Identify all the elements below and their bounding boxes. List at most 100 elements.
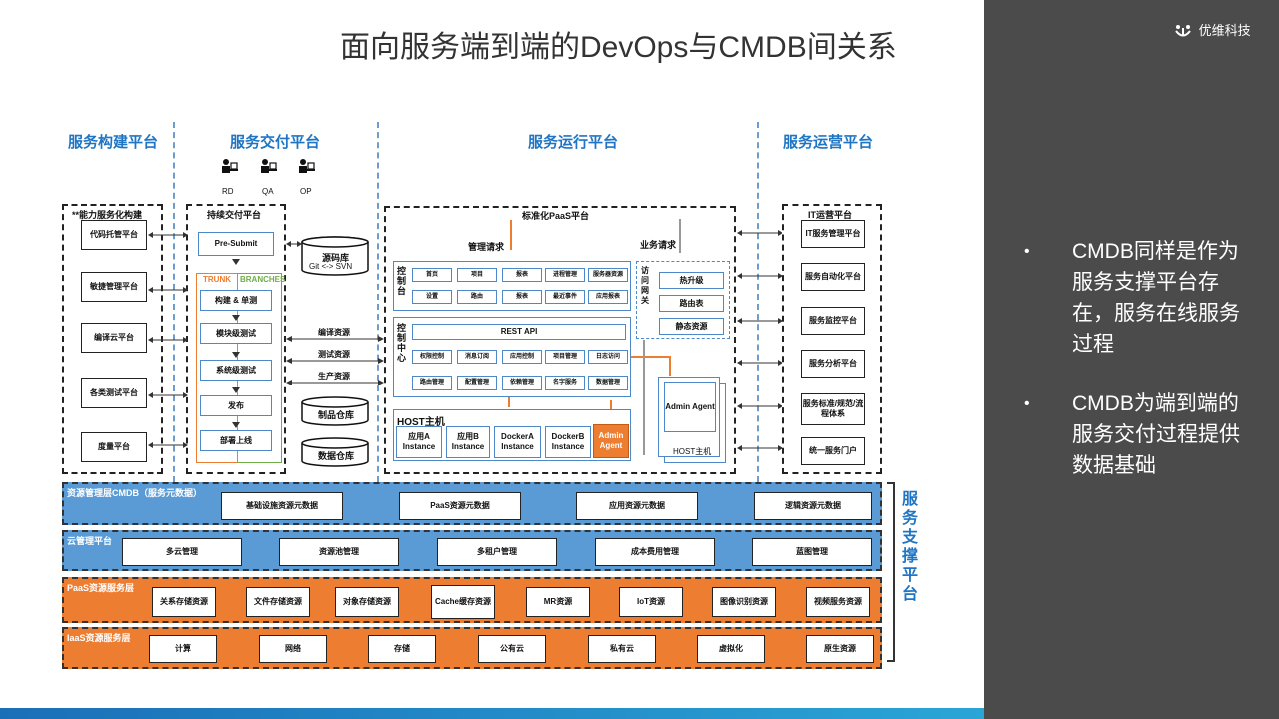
instance-docker-a: DockerA Instance bbox=[494, 426, 541, 458]
mgmt-request-label: 管理请求 bbox=[468, 242, 505, 252]
presubmit-box: Pre-Submit bbox=[198, 232, 274, 256]
company-logo: 优维科技 bbox=[1174, 20, 1251, 40]
console-cell: 服务器资源 bbox=[588, 268, 628, 282]
instance-docker-b: DockerB Instance bbox=[545, 426, 591, 458]
band-iaas: IaaS资源服务层 计算 网络 存储 公有云 私有云 虚拟化 原生资源 bbox=[62, 627, 882, 669]
support-bracket bbox=[887, 482, 895, 662]
band-cell: 多租户管理 bbox=[437, 538, 557, 566]
flow-test: 测试资源 bbox=[318, 350, 350, 359]
center-cell: 消息订阅 bbox=[457, 350, 497, 364]
band-cell: 视频服务资源 bbox=[806, 587, 870, 617]
connector-arrows bbox=[737, 230, 783, 451]
column-title-deliver: 服务交付平台 bbox=[230, 134, 321, 151]
connector-arrows bbox=[148, 232, 188, 448]
arrow-icon bbox=[232, 259, 240, 265]
band-cell: 公有云 bbox=[478, 635, 546, 663]
band-cell: 应用资源元数据 bbox=[576, 492, 698, 520]
band-cell: PaaS资源元数据 bbox=[399, 492, 521, 520]
gateway-static: 静态资源 bbox=[659, 318, 724, 335]
flow-compile: 编译资源 bbox=[318, 328, 350, 337]
console-cell: 报表 bbox=[502, 290, 542, 304]
control-center-label: 控制中心 bbox=[397, 323, 407, 363]
cd-step-release: 发布 bbox=[200, 395, 272, 416]
cd-step-deploy: 部署上线 bbox=[200, 430, 272, 451]
bottom-bar bbox=[0, 708, 984, 719]
band-cmdb-title: 资源管理层CMDB（服务元数据） bbox=[67, 488, 202, 498]
separator-1 bbox=[173, 122, 175, 482]
arrow-icon bbox=[232, 422, 240, 428]
logo-text: 优维科技 bbox=[1198, 23, 1251, 38]
person-icon bbox=[299, 159, 315, 173]
ops-item-automation: 服务自动化平台 bbox=[801, 263, 865, 291]
instance-app-a: 应用A Instance bbox=[396, 426, 442, 458]
band-cell: 虚拟化 bbox=[697, 635, 765, 663]
column-title-ops: 服务运营平台 bbox=[783, 134, 874, 151]
instance-app-b: 应用B Instance bbox=[446, 426, 490, 458]
band-cell: IoT资源 bbox=[619, 587, 683, 617]
right-panel bbox=[984, 0, 1279, 719]
build-item-metric: 度量平台 bbox=[81, 432, 147, 462]
orange-link bbox=[631, 356, 671, 358]
database-icon bbox=[301, 396, 369, 426]
trunk-label: TRUNK bbox=[203, 275, 231, 284]
cd-step-build: 构建 & 单测 bbox=[200, 290, 272, 311]
connector-arrows bbox=[286, 241, 302, 247]
build-item-code: 代码托管平台 bbox=[81, 220, 147, 250]
person-icon bbox=[261, 159, 277, 173]
console-cell: 进程管理 bbox=[545, 268, 585, 282]
console-cell: 首页 bbox=[412, 268, 452, 282]
center-cell: 权限控制 bbox=[412, 350, 452, 364]
center-cell: 路由管理 bbox=[412, 376, 452, 390]
band-cell: 资源池管理 bbox=[279, 538, 399, 566]
mgmt-arrow bbox=[510, 220, 512, 250]
band-cell: 原生资源 bbox=[806, 635, 874, 663]
cd-step-module-test: 模块级测试 bbox=[200, 323, 272, 344]
center-cell: 日志访问 bbox=[588, 350, 628, 364]
ops-item-monitor: 服务监控平台 bbox=[801, 307, 865, 335]
arrow-icon bbox=[232, 315, 240, 321]
console-cell: 项目 bbox=[457, 268, 497, 282]
band-cell: Cache缓存资源 bbox=[431, 585, 495, 619]
bullet-dot-icon: • bbox=[1024, 395, 1030, 412]
center-cell: 名字服务 bbox=[545, 376, 585, 390]
center-cell: 应用控制 bbox=[502, 350, 542, 364]
column-title-run: 服务运行平台 bbox=[528, 134, 619, 151]
paas-title: 标准化PaaS平台 bbox=[522, 211, 590, 221]
bullet-list: • CMDB同样是作为服务支撑平台存在，服务在线服务过程 • CMDB为端到端的… bbox=[1024, 236, 1254, 509]
host2-agent: Admin Agent bbox=[664, 382, 716, 432]
console-cell: 应用报表 bbox=[588, 290, 628, 304]
band-cell: 逻辑资源元数据 bbox=[754, 492, 872, 520]
flow-prod: 生产资源 bbox=[318, 372, 350, 381]
flow-arrows bbox=[286, 336, 384, 385]
biz-request-label: 业务请求 bbox=[640, 240, 677, 250]
branches-label: BRANCHES bbox=[240, 275, 286, 284]
ops-item-standards: 服务标准/规范/流程体系 bbox=[801, 393, 865, 425]
separator-2 bbox=[377, 122, 379, 482]
band-cell: 蓝图管理 bbox=[752, 538, 872, 566]
band-cell: 对象存储资源 bbox=[335, 587, 399, 617]
host-title: HOST主机 bbox=[397, 417, 445, 428]
host2-title: HOST主机 bbox=[673, 447, 712, 456]
slide: 面向服务端到端的DevOps与CMDB间关系 服务构建平台 服务交付平台 服务运… bbox=[0, 31, 984, 719]
center-cell: 项目管理 bbox=[545, 350, 585, 364]
band-cell: 计算 bbox=[149, 635, 217, 663]
ops-item-itsm: IT服务管理平台 bbox=[801, 220, 865, 248]
band-cell: 成本费用管理 bbox=[595, 538, 715, 566]
column-title-build: 服务构建平台 bbox=[68, 134, 159, 151]
band-paas: PaaS资源服务层 关系存储资源 文件存储资源 对象存储资源 Cache缓存资源… bbox=[62, 577, 882, 623]
bullet-item: • CMDB为端到端的服务交付过程提供数据基础 bbox=[1024, 388, 1254, 481]
band-cell: MR资源 bbox=[526, 587, 590, 617]
gateway-route-table: 路由表 bbox=[659, 295, 724, 312]
cd-step-system-test: 系统级测试 bbox=[200, 360, 272, 381]
data-repo-label: 数据仓库 bbox=[318, 451, 355, 461]
console-cell: 报表 bbox=[502, 268, 542, 282]
source-repo-label: 源码库 bbox=[322, 253, 350, 263]
ops-item-analysis: 服务分析平台 bbox=[801, 350, 865, 378]
band-cloud: 云管理平台 多云管理 资源池管理 多租户管理 成本费用管理 蓝图管理 bbox=[62, 530, 882, 571]
slide-title: 面向服务端到端的DevOps与CMDB间关系 bbox=[340, 31, 897, 64]
logo-icon bbox=[1175, 24, 1191, 37]
orange-link bbox=[669, 356, 671, 376]
console-label: 控制台 bbox=[397, 266, 407, 296]
gray-link bbox=[643, 340, 645, 455]
console-cell: 设置 bbox=[412, 290, 452, 304]
